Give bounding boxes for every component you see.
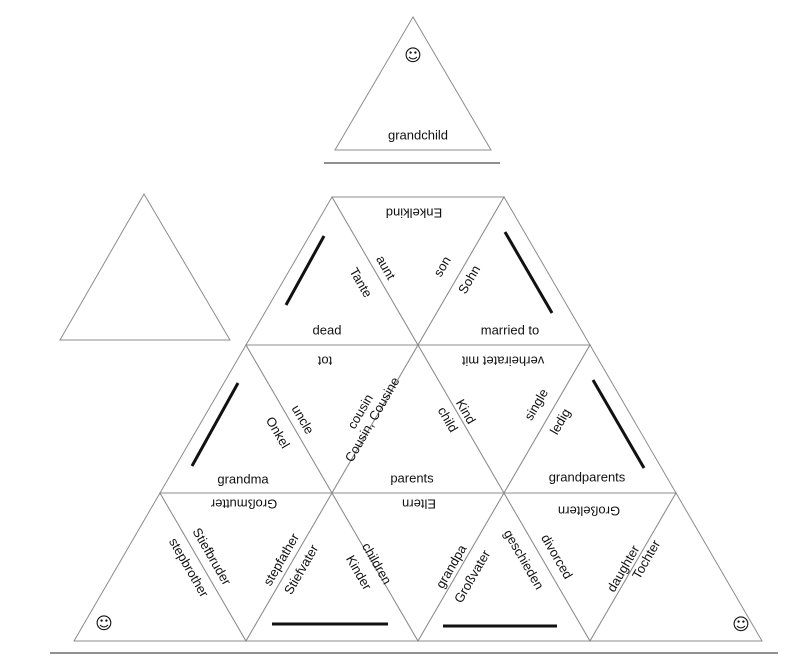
- label-grosseltern: Großeltern: [558, 504, 620, 519]
- label-parents: parents: [390, 470, 434, 485]
- label-grandparents: grandparents: [549, 469, 626, 484]
- label-grossmutter: Großmutter: [210, 497, 277, 512]
- label-verheiratet-mit: verheiratet mit: [461, 354, 544, 369]
- label-dead: dead: [313, 322, 342, 337]
- label-enkelkind: Enkelkind: [386, 206, 442, 221]
- bar-outer-left-top: [284, 235, 326, 306]
- smiley-face-icon: ☺: [95, 614, 113, 634]
- blank-triangle[interactable]: [59, 193, 231, 341]
- label-eltern: Eltern: [402, 497, 436, 512]
- label-tot: tot: [317, 354, 332, 369]
- label-married-to: married to: [481, 322, 540, 337]
- smiley-face-icon: ☺: [404, 46, 422, 66]
- smiley-face-icon: ☺: [732, 615, 750, 635]
- label-grandma: grandma: [217, 471, 269, 486]
- triangle-r3-7[interactable]: [589, 492, 763, 642]
- bar-outer-left-middle: [190, 382, 240, 467]
- bar-outer-right-top: [503, 231, 554, 314]
- bar-outer-right-middle: [591, 379, 646, 469]
- label-grandchild: grandchild: [388, 127, 448, 142]
- top-triangle[interactable]: [334, 16, 492, 151]
